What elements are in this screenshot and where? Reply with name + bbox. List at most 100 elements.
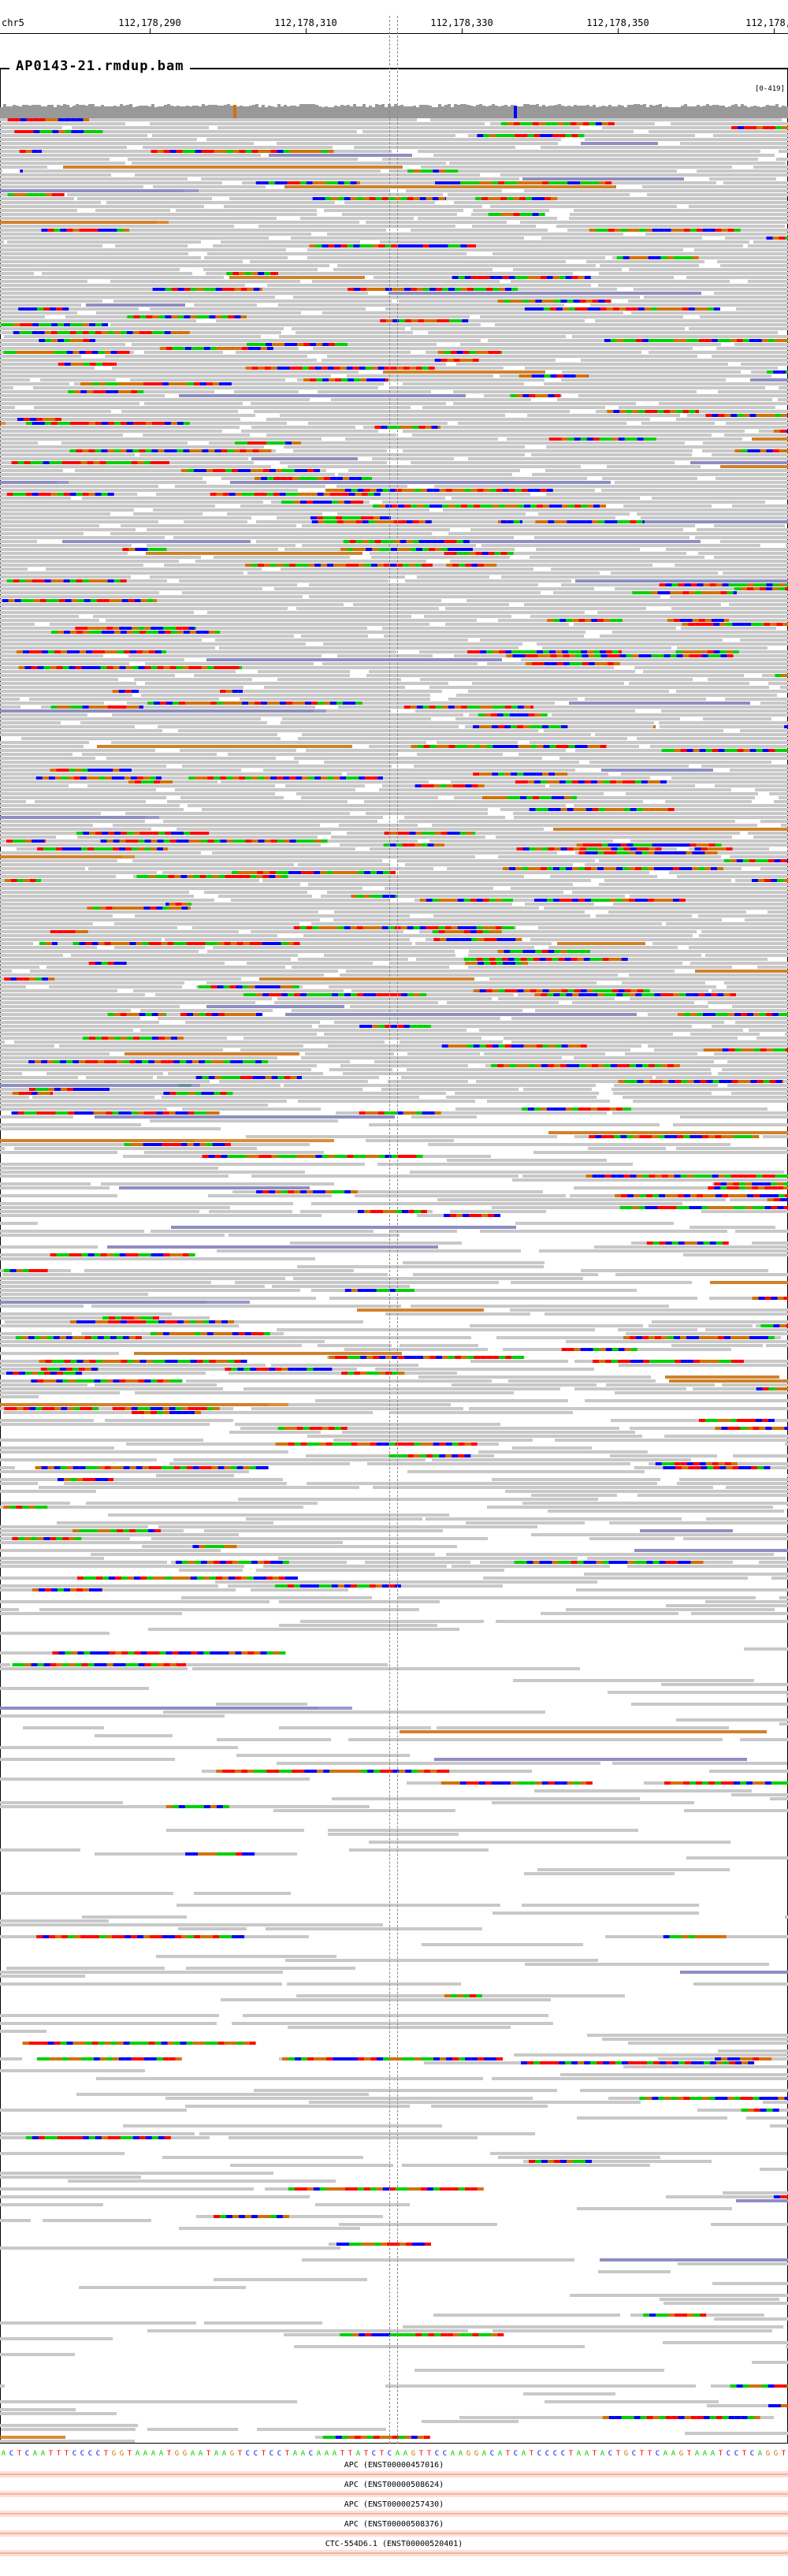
mismatch-base	[704, 851, 712, 854]
mismatch-base	[128, 548, 136, 551]
aligned-read	[284, 1084, 596, 1087]
mismatch-base	[118, 906, 125, 910]
mismatch-base	[732, 623, 739, 626]
mismatch-base	[591, 851, 598, 854]
mismatch-base	[461, 504, 468, 508]
mismatch-base	[638, 654, 645, 657]
mismatch-base	[769, 1080, 776, 1083]
mismatch-base	[87, 390, 94, 393]
mismatch-base	[563, 796, 571, 799]
mismatch-base	[490, 713, 497, 717]
mismatch-base	[50, 769, 57, 772]
mismatch-base	[261, 477, 268, 480]
aligned-read	[0, 1044, 54, 1048]
genome-ruler[interactable]: chr5 112,178,290 112,178,310 112,178,330…	[0, 0, 788, 35]
aligned-read	[0, 867, 85, 870]
mismatch-base	[641, 780, 648, 784]
aligned-read	[0, 347, 299, 350]
aligned-read	[147, 528, 450, 531]
track-header[interactable]: AP0143-21.rmdup.bam	[0, 58, 788, 77]
mismatch-base	[573, 808, 580, 811]
mismatch-base	[717, 993, 724, 996]
aligned-read	[145, 662, 314, 665]
coverage-bar	[772, 106, 775, 118]
mismatch-base	[548, 437, 556, 441]
mismatch-base	[402, 843, 409, 847]
mismatch-base	[117, 650, 124, 653]
aligned-read	[0, 544, 132, 547]
mismatch-base	[203, 347, 210, 350]
aligned-read	[708, 678, 788, 681]
mismatch-base	[727, 229, 734, 232]
mismatch-base	[202, 1155, 209, 1158]
mismatch-base	[322, 343, 329, 346]
mismatch-base	[17, 977, 24, 981]
read-alignments[interactable]	[0, 118, 788, 2444]
mismatch-base	[126, 1013, 133, 1016]
mismatch-base	[444, 351, 451, 354]
mismatch-base	[494, 351, 501, 354]
coverage-bar	[347, 105, 350, 118]
aligned-read	[69, 481, 206, 484]
mismatch-base	[581, 504, 588, 508]
aligned-read	[0, 1025, 312, 1028]
mismatch-base	[50, 579, 58, 583]
mismatch-base	[505, 504, 512, 508]
aligned-read	[53, 1092, 446, 1095]
mismatch-base	[475, 552, 482, 555]
mismatch-base	[25, 150, 32, 153]
mismatch-base	[296, 1076, 303, 1079]
mismatch-base	[18, 839, 25, 843]
mismatch-base	[560, 520, 567, 523]
aligned-read	[0, 958, 291, 961]
coverage-bar	[463, 104, 466, 118]
mismatch-base	[657, 591, 664, 594]
aligned-read	[431, 1025, 692, 1028]
mismatch-base	[20, 118, 27, 121]
mismatch-base	[747, 1013, 754, 1016]
mismatch-base	[117, 351, 124, 354]
mismatch-base	[262, 469, 269, 472]
mismatch-base	[397, 1155, 404, 1158]
aligned-read	[179, 579, 388, 583]
mismatch-base	[736, 339, 743, 342]
coverage-histogram-icon[interactable]	[0, 99, 788, 118]
aligned-read	[731, 1092, 788, 1095]
aligned-read	[301, 1056, 562, 1059]
mismatch-base	[505, 650, 512, 653]
aligned-read	[551, 568, 788, 571]
mismatch-base	[781, 414, 788, 417]
mismatch-base	[540, 1107, 547, 1111]
mismatch-base	[206, 469, 213, 472]
mismatch-base	[654, 993, 661, 996]
mismatch-base	[2, 599, 9, 602]
aligned-read	[372, 457, 454, 460]
coverage-bar	[284, 105, 287, 118]
track-title[interactable]: AP0143-21.rmdup.bam	[9, 58, 191, 74]
aligned-read	[327, 891, 563, 894]
aligned-read	[443, 508, 788, 512]
mismatch-base	[324, 477, 331, 480]
aligned-read	[745, 918, 788, 921]
mismatch-base	[660, 339, 667, 342]
mismatch-base	[530, 745, 537, 748]
mismatch-base	[208, 1076, 215, 1079]
aligned-read	[538, 512, 630, 516]
coverage-bar	[158, 106, 161, 118]
mismatch-base	[258, 367, 265, 370]
aligned-read	[525, 903, 594, 906]
aligned-read	[585, 138, 788, 141]
mismatch-base	[210, 493, 217, 496]
mismatch-base	[723, 339, 730, 342]
mismatch-base	[23, 977, 30, 981]
mismatch-base	[590, 899, 597, 902]
mismatch-base	[415, 1111, 422, 1115]
mismatch-base	[314, 367, 322, 370]
mismatch-base	[548, 1064, 555, 1067]
mismatch-base	[477, 134, 484, 137]
mismatch-base	[113, 631, 121, 634]
aligned-read	[0, 437, 322, 441]
mismatch-base	[559, 276, 566, 279]
coverage-bar	[98, 106, 101, 118]
mismatch-base	[303, 378, 310, 382]
